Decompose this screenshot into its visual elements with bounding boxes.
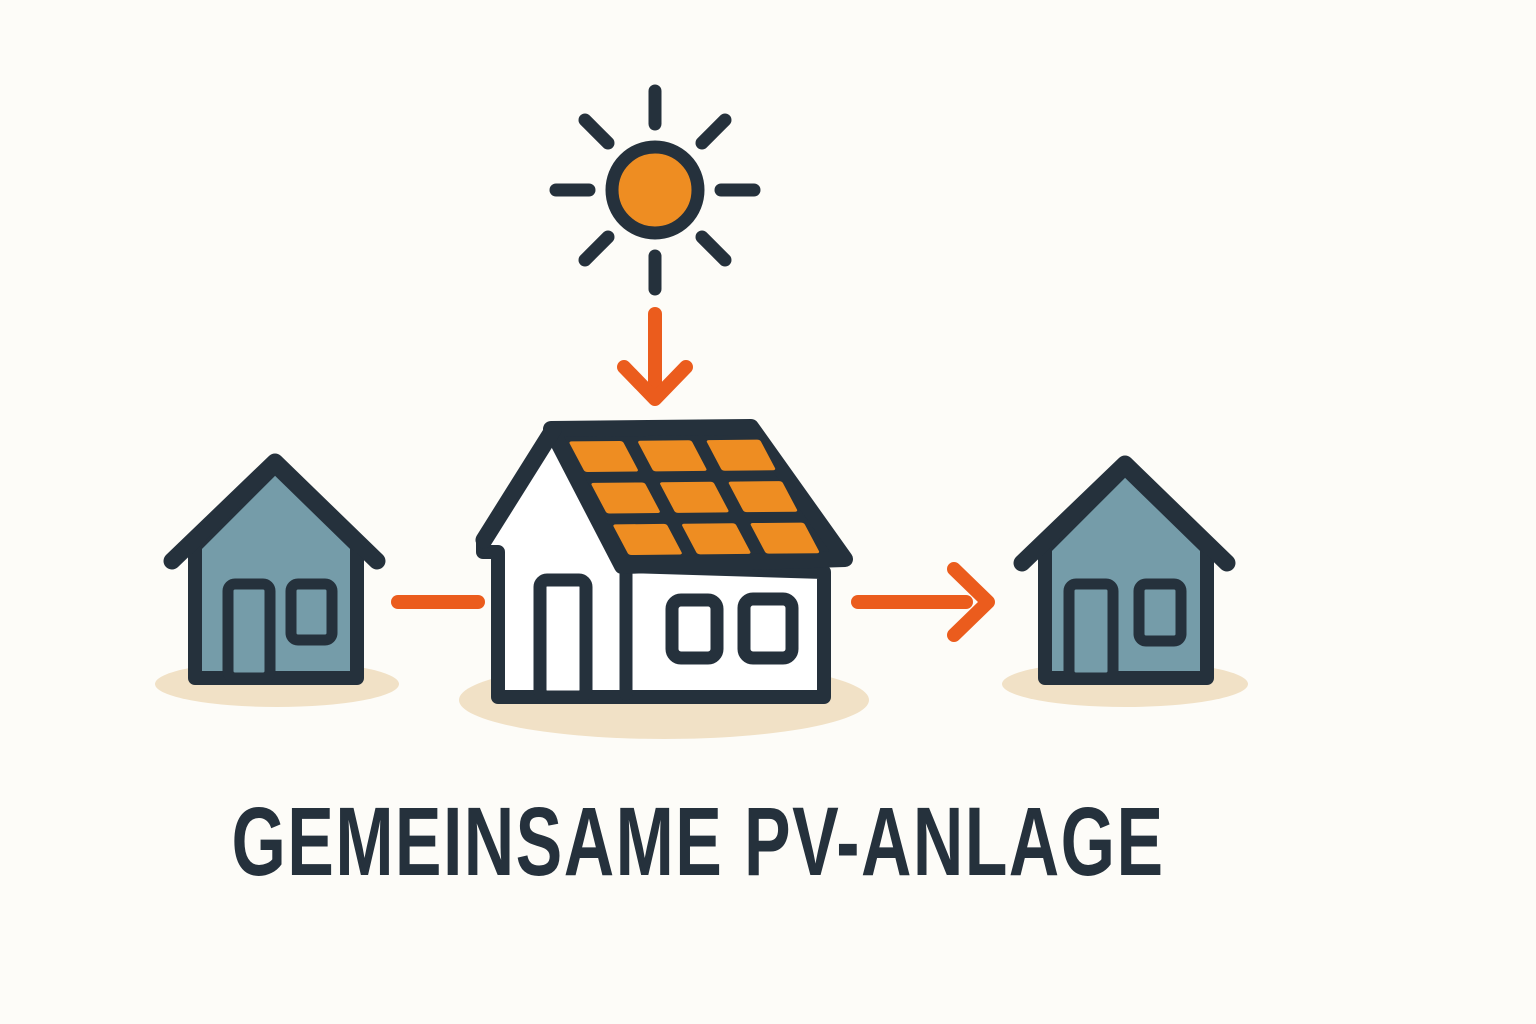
right-arrow-head — [947, 562, 995, 642]
sun-ray — [695, 230, 732, 267]
diagram-title: GEMEINSAME PV-ANLAGE — [231, 787, 1165, 896]
house-right-window — [1133, 578, 1187, 647]
sun-ray — [578, 230, 615, 267]
solar-panel — [706, 439, 776, 471]
solar-house-icon — [475, 419, 853, 704]
solar-panel — [728, 481, 798, 513]
house-right-door — [1063, 578, 1119, 684]
solar-panel — [613, 523, 682, 555]
solar-panel — [569, 440, 638, 473]
down-arrow-head — [617, 360, 693, 406]
right-arrow-icon — [851, 562, 995, 642]
down-arrow-icon — [617, 307, 693, 406]
sun-ray — [578, 113, 615, 150]
sun-ray — [695, 113, 732, 150]
house-left-roof — [163, 453, 386, 570]
house-left-window — [285, 578, 338, 646]
sun-core — [605, 140, 705, 240]
house-right-icon — [1013, 455, 1236, 685]
sun-icon — [549, 84, 761, 296]
house-left-body — [188, 459, 364, 685]
solar-house-window — [737, 592, 799, 665]
solar-roof-left-overhang — [475, 421, 562, 549]
solar-panel — [750, 522, 820, 554]
solar-panel-grid — [569, 439, 820, 555]
solar-panel — [638, 440, 707, 472]
solar-panel — [682, 523, 751, 555]
solar-panel — [591, 482, 660, 514]
solar-house-window — [665, 593, 724, 665]
house-right-roof — [1013, 455, 1236, 572]
solar-house-door — [533, 573, 593, 704]
house-left-icon — [163, 453, 386, 685]
house-left-door — [222, 578, 276, 684]
solar-panel — [660, 481, 729, 513]
